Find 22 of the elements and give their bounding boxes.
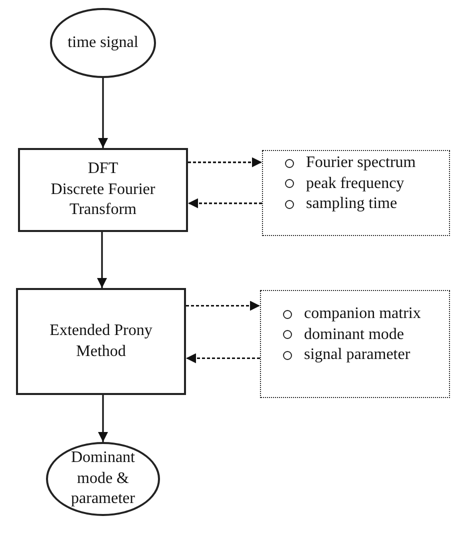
info-box xyxy=(260,290,450,398)
list-item-text: dominant mode xyxy=(304,324,404,345)
process-box xyxy=(18,148,188,232)
info-box xyxy=(262,150,450,236)
list-item-text: signal parameter xyxy=(304,345,410,366)
arrow xyxy=(186,300,260,311)
list-item-text: Fourier spectrum xyxy=(306,152,416,173)
list-item-text: sampling time xyxy=(306,194,398,214)
box-subtitle: Discrete Fourier Transform xyxy=(50,180,156,220)
arrow xyxy=(97,232,107,288)
arrow xyxy=(98,395,108,442)
process-box xyxy=(16,288,186,395)
arrow xyxy=(186,353,260,364)
arrow xyxy=(188,157,262,168)
box-label: time signal xyxy=(68,32,138,53)
box-label: Extended Prony Method xyxy=(48,320,154,362)
list-item-text: companion matrix xyxy=(304,304,421,324)
list-item-text: peak frequency xyxy=(306,174,404,194)
box-label: Dominant mode & parameter xyxy=(70,448,136,510)
box-label: DFT xyxy=(88,158,118,179)
arrow xyxy=(98,78,108,148)
arrow xyxy=(188,198,262,208)
